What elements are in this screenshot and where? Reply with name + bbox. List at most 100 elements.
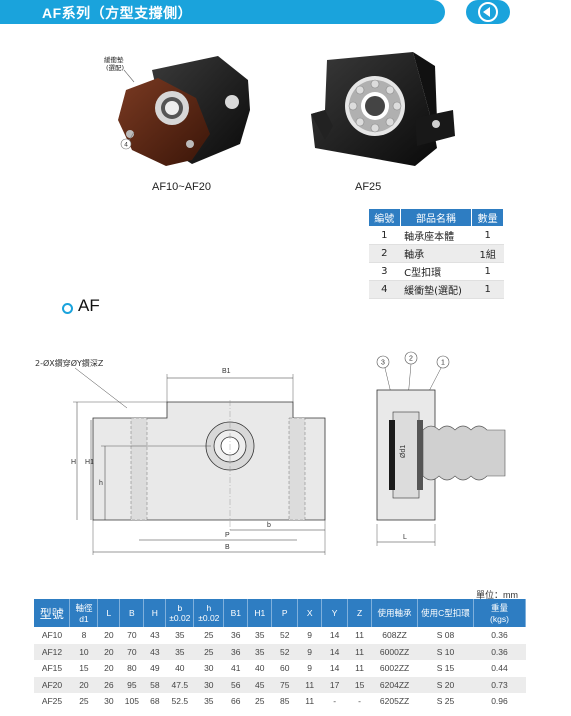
parts-cell: 3 <box>368 262 401 281</box>
spec-cell: 20 <box>104 663 114 674</box>
spec-cell: 30 <box>204 663 214 674</box>
page-title: AF系列（方型支撐側） <box>42 5 193 21</box>
spec-cell: 25 <box>255 696 265 707</box>
dim-h1: H1 <box>85 459 94 466</box>
spec-cell: 9 <box>307 630 313 641</box>
dim-p: P <box>225 532 230 539</box>
spec-cell: S 15 <box>436 663 455 674</box>
parts-row: 3 C型扣環 1 <box>368 262 504 281</box>
spec-cell: S 10 <box>417 643 474 660</box>
spec-cell: 20 <box>104 630 114 641</box>
spec-cell: 58 <box>143 676 166 693</box>
spec-cell: 25 <box>204 630 214 641</box>
spec-header-x: X <box>297 599 323 627</box>
spec-cell: 35 <box>204 696 214 707</box>
header-bar <box>0 0 445 24</box>
spec-cell: 11 <box>305 696 315 707</box>
spec-cell: 0.73 <box>473 676 526 693</box>
spec-header-b: B <box>119 599 145 627</box>
callout-2: 2 <box>409 356 413 363</box>
dim-d1: Ød1 <box>400 445 407 458</box>
spec-cell: 40 <box>255 663 265 674</box>
spec-cell: 70 <box>127 630 137 641</box>
spec-header-small-h: h±0.02 <box>193 599 225 627</box>
parts-cell: 緩衝墊(選配) <box>400 280 472 299</box>
spec-cell: 25 <box>193 643 224 660</box>
dim-b1: B1 <box>222 368 231 375</box>
spec-cell: 60 <box>279 663 290 674</box>
spec-cell: S 20 <box>417 676 474 693</box>
callout-4: 4 <box>124 142 128 149</box>
parts-header-no: 編號 <box>368 208 401 227</box>
spec-cell: - <box>358 696 362 707</box>
parts-cell: 軸承座本體 <box>400 226 472 245</box>
spec-cell: 75 <box>271 676 298 693</box>
spec-cell: 14 <box>329 630 340 641</box>
section-bullet-icon <box>62 303 73 314</box>
section-title: AF <box>78 296 100 315</box>
spec-cell: 6204ZZ <box>371 676 418 693</box>
spec-cell: 15 <box>347 676 372 693</box>
spec-cell: 11 <box>355 663 364 674</box>
product-photo-af25 <box>311 52 455 166</box>
spec-header-weight: 重量(kgs) <box>473 599 527 627</box>
parts-table: 編號 部品名稱 數量 1 軸承座本體 1 2 軸承 1組 3 C型扣環 1 4 … <box>368 208 504 299</box>
parts-header-name: 部品名稱 <box>399 208 473 227</box>
spec-cell: 56 <box>223 676 248 693</box>
spec-cell: 41 <box>231 663 241 674</box>
spec-cell: 70 <box>119 643 144 660</box>
product-photo-af10-af20: 4 緩衝墊 (選配) <box>104 55 250 166</box>
left-photo-caption: AF10~AF20 <box>152 181 212 193</box>
parts-cell: C型扣環 <box>400 262 472 281</box>
spec-cell: 0.96 <box>491 696 508 707</box>
parts-cell: 4 <box>368 280 401 299</box>
cushion-label-2: (選配) <box>106 63 124 72</box>
spec-cell: 80 <box>127 663 137 674</box>
spec-cell: 0.44 <box>491 663 508 674</box>
spec-cell: AF12 <box>34 643 70 660</box>
dim-small-h: h <box>99 480 103 487</box>
spec-cell: AF20 <box>34 676 70 693</box>
spec-cell: 20 <box>69 676 98 693</box>
spec-cell: 0.36 <box>473 643 526 660</box>
parts-cell: 1 <box>471 262 504 281</box>
spec-cell: 45 <box>247 676 272 693</box>
dim-h: H <box>71 459 76 466</box>
spec-cell: S 25 <box>436 696 455 707</box>
callout-1: 1 <box>441 360 445 367</box>
spec-header-bearing: 使用軸承 <box>371 599 419 627</box>
spec-cell: AF25 <box>41 696 63 707</box>
spec-cell: 20 <box>97 643 120 660</box>
cushion-label-1: 緩衝墊 <box>104 55 124 64</box>
spec-cell: 26 <box>97 676 120 693</box>
spec-cell: 608ZZ <box>382 630 407 641</box>
spec-cell: 11 <box>347 643 372 660</box>
side-view-drawing: 3 2 1 Ød1 L <box>376 351 506 546</box>
parts-cell: 2 <box>368 244 401 263</box>
spec-cell: 35 <box>175 630 185 641</box>
spec-cell: 17 <box>321 676 348 693</box>
spec-header-l: L <box>97 599 121 627</box>
spec-header-small-b: b±0.02 <box>165 599 195 627</box>
spec-cell: 8 <box>81 630 87 641</box>
spec-cell: 6000ZZ <box>371 643 418 660</box>
spec-header-z: Z <box>347 599 373 627</box>
spec-cell: 30 <box>193 676 224 693</box>
spec-cell: - <box>333 696 337 707</box>
back-button[interactable] <box>466 0 510 24</box>
spec-cell: 47.5 <box>165 676 194 693</box>
parts-cell: 1 <box>471 226 504 245</box>
parts-cell: 1 <box>471 280 504 299</box>
spec-header-y: Y <box>321 599 349 627</box>
spec-cell: 10 <box>69 643 98 660</box>
parts-row: 4 緩衝墊(選配) 1 <box>368 280 504 299</box>
spec-cell: 43 <box>143 643 166 660</box>
parts-cell: 軸承 <box>400 244 472 263</box>
spec-cell: 14 <box>321 643 348 660</box>
callout-3: 3 <box>381 360 385 367</box>
dim-b: B <box>225 544 230 551</box>
spec-cell: 85 <box>279 696 290 707</box>
spec-cell: 49 <box>150 663 160 674</box>
